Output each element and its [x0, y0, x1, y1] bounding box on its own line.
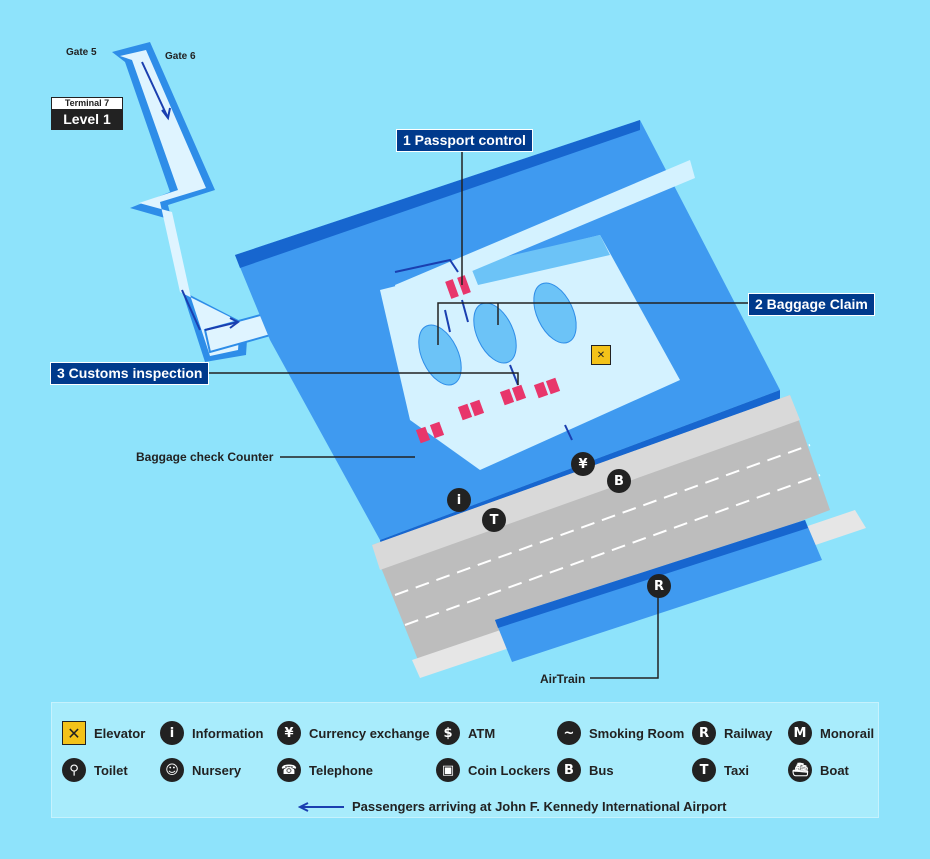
information-map-icon: i [447, 488, 471, 512]
legend-toilet: ⚲Toilet [62, 758, 128, 782]
boat-icon: ⛴ [788, 758, 812, 782]
legend-smoking-room: ~Smoking Room [557, 721, 684, 745]
legend-passenger-route: Passengers arriving at John F. Kennedy I… [298, 799, 726, 814]
information-icon: i [160, 721, 184, 745]
monorail-icon: M [788, 721, 812, 745]
gate-5-label: Gate 5 [66, 47, 97, 58]
legend-boat: ⛴Boat [788, 758, 849, 782]
callout-lines [205, 148, 750, 679]
terminal-badge: Terminal 7 Level 1 [51, 97, 123, 130]
legend-nursery: ☺Nursery [160, 758, 241, 782]
nursery-icon: ☺ [160, 758, 184, 782]
currency-exchange-icon: ¥ [277, 721, 301, 745]
bus-map-icon: B [607, 469, 631, 493]
passport-control-label: 1 Passport control [396, 129, 533, 152]
legend-coin-lockers: ▣Coin Lockers [436, 758, 550, 782]
legend-telephone: ☎Telephone [277, 758, 373, 782]
airtrain-label: AirTrain [540, 672, 586, 686]
taxi-map-icon: T [482, 508, 506, 532]
customs-inspection-label: 3 Customs inspection [50, 362, 210, 385]
baggage-check-counter-label: Baggage check Counter [136, 450, 274, 464]
elevator-map-icon: ✕ [591, 345, 611, 365]
taxi-icon: T [692, 758, 716, 782]
terminal-name: Terminal 7 [52, 98, 122, 109]
railway-icon: R [692, 721, 716, 745]
legend-atm: $ATM [436, 721, 495, 745]
telephone-icon: ☎ [277, 758, 301, 782]
coin-lockers-icon: ▣ [436, 758, 460, 782]
passenger-route [141, 61, 573, 441]
counters [415, 275, 561, 444]
atm-icon: $ [436, 721, 460, 745]
elevator-icon: ✕ [62, 721, 86, 745]
baggage-carousels [418, 282, 577, 386]
legend-currency-exchange: ¥Currency exchange [277, 721, 430, 745]
terminal-level: Level 1 [52, 109, 122, 129]
bus-icon: B [557, 758, 581, 782]
smoking-room-icon: ~ [557, 721, 581, 745]
baggage-claim-label: 2 Baggage Claim [748, 293, 875, 316]
legend-elevator: ✕Elevator [62, 721, 145, 745]
route-arrow-icon [298, 801, 344, 812]
gate-6-label: Gate 6 [165, 51, 196, 62]
currency-exchange-map-icon: ¥ [571, 452, 595, 476]
railway-map-icon: R [647, 574, 671, 598]
toilet-icon: ⚲ [62, 758, 86, 782]
